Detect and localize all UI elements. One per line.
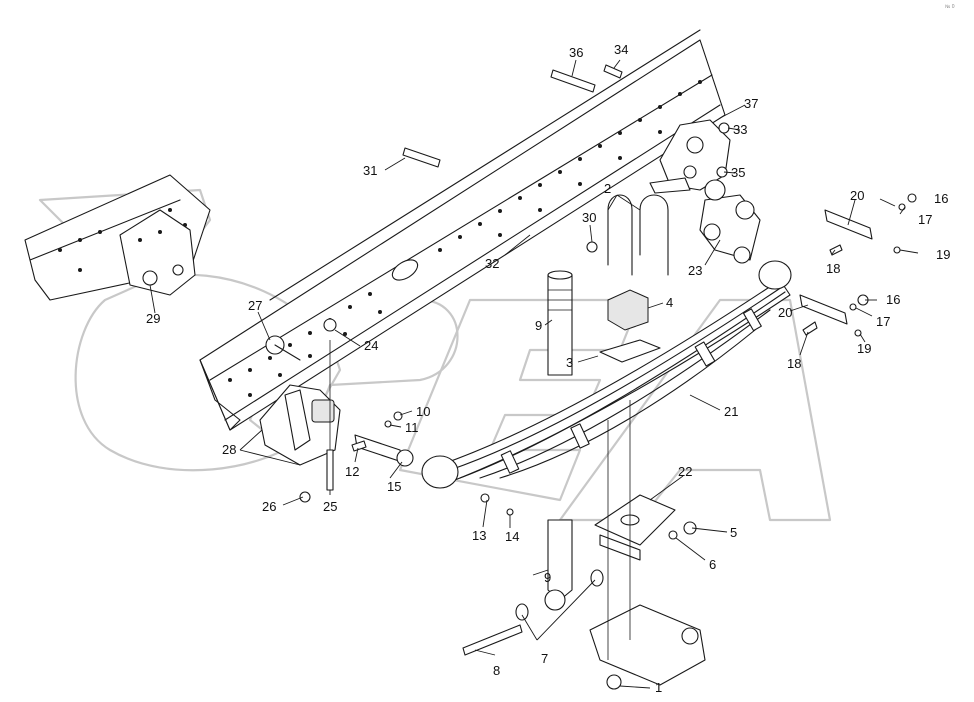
callout-34: 34: [614, 42, 628, 57]
callout-36: 36: [569, 45, 583, 60]
callout-12: 12: [345, 464, 359, 479]
callout-10: 10: [416, 404, 430, 419]
callout-32: 32: [485, 256, 499, 271]
leader-lines: [149, 59, 919, 689]
callout-9-lower: 9: [544, 570, 551, 585]
leaf-spring-21: [421, 260, 792, 489]
callout-18-lower: 18: [787, 356, 801, 371]
callout-17-lower: 17: [876, 314, 890, 329]
corner-mark: № 0: [945, 4, 955, 10]
callout-31: 31: [363, 163, 377, 178]
callout-3: 3: [566, 355, 573, 370]
callout-20-lower: 20: [778, 305, 792, 320]
callout-28: 28: [222, 442, 236, 457]
callout-2: 2: [604, 181, 611, 196]
callout-23: 23: [688, 263, 702, 278]
callout-21: 21: [724, 404, 738, 419]
callout-labels: 1 2 3 4 5 6 7 8 9 9 10 11 12 13 14 15 16…: [146, 42, 950, 695]
callout-24: 24: [364, 338, 378, 353]
spring-eye-rear: [758, 260, 792, 290]
callout-37: 37: [744, 96, 758, 111]
callout-4: 4: [666, 295, 673, 310]
callout-30: 30: [582, 210, 596, 225]
callout-6: 6: [709, 557, 716, 572]
bump-stop: [599, 289, 661, 363]
rear-bracket-29: [119, 209, 196, 296]
frame-slot: [391, 259, 419, 281]
callout-5: 5: [730, 525, 737, 540]
callout-13: 13: [472, 528, 486, 543]
callout-14: 14: [505, 529, 519, 544]
callout-27: 27: [248, 298, 262, 313]
callout-11: 11: [405, 420, 419, 435]
spring-seat-22: [589, 494, 706, 686]
spring-eye-front: [421, 455, 459, 489]
shackle-23: [699, 179, 761, 264]
callout-20-upper: 20: [850, 188, 864, 203]
callout-19-lower: 19: [857, 341, 871, 356]
callout-7: 7: [541, 651, 548, 666]
rear-hanger-37: [649, 119, 731, 194]
callout-9-upper: 9: [535, 318, 542, 333]
callout-19-upper: 19: [936, 247, 950, 262]
callout-26: 26: [262, 499, 276, 514]
callout-18-upper: 18: [826, 261, 840, 276]
callout-25: 25: [323, 499, 337, 514]
callout-29: 29: [146, 311, 160, 326]
callout-16-lower: 16: [886, 292, 900, 307]
callout-35: 35: [731, 165, 745, 180]
callout-16-upper: 16: [934, 191, 948, 206]
callout-15: 15: [387, 479, 401, 494]
guide-lines: [329, 340, 631, 660]
callout-8: 8: [493, 663, 500, 678]
callout-22: 22: [678, 464, 692, 479]
callout-17-upper: 17: [918, 212, 932, 227]
shock-absorber: [515, 270, 604, 621]
u-bolts: [607, 194, 669, 276]
callout-33: 33: [733, 122, 747, 137]
callout-1: 1: [655, 680, 662, 695]
front-hanger-28: [259, 335, 341, 466]
